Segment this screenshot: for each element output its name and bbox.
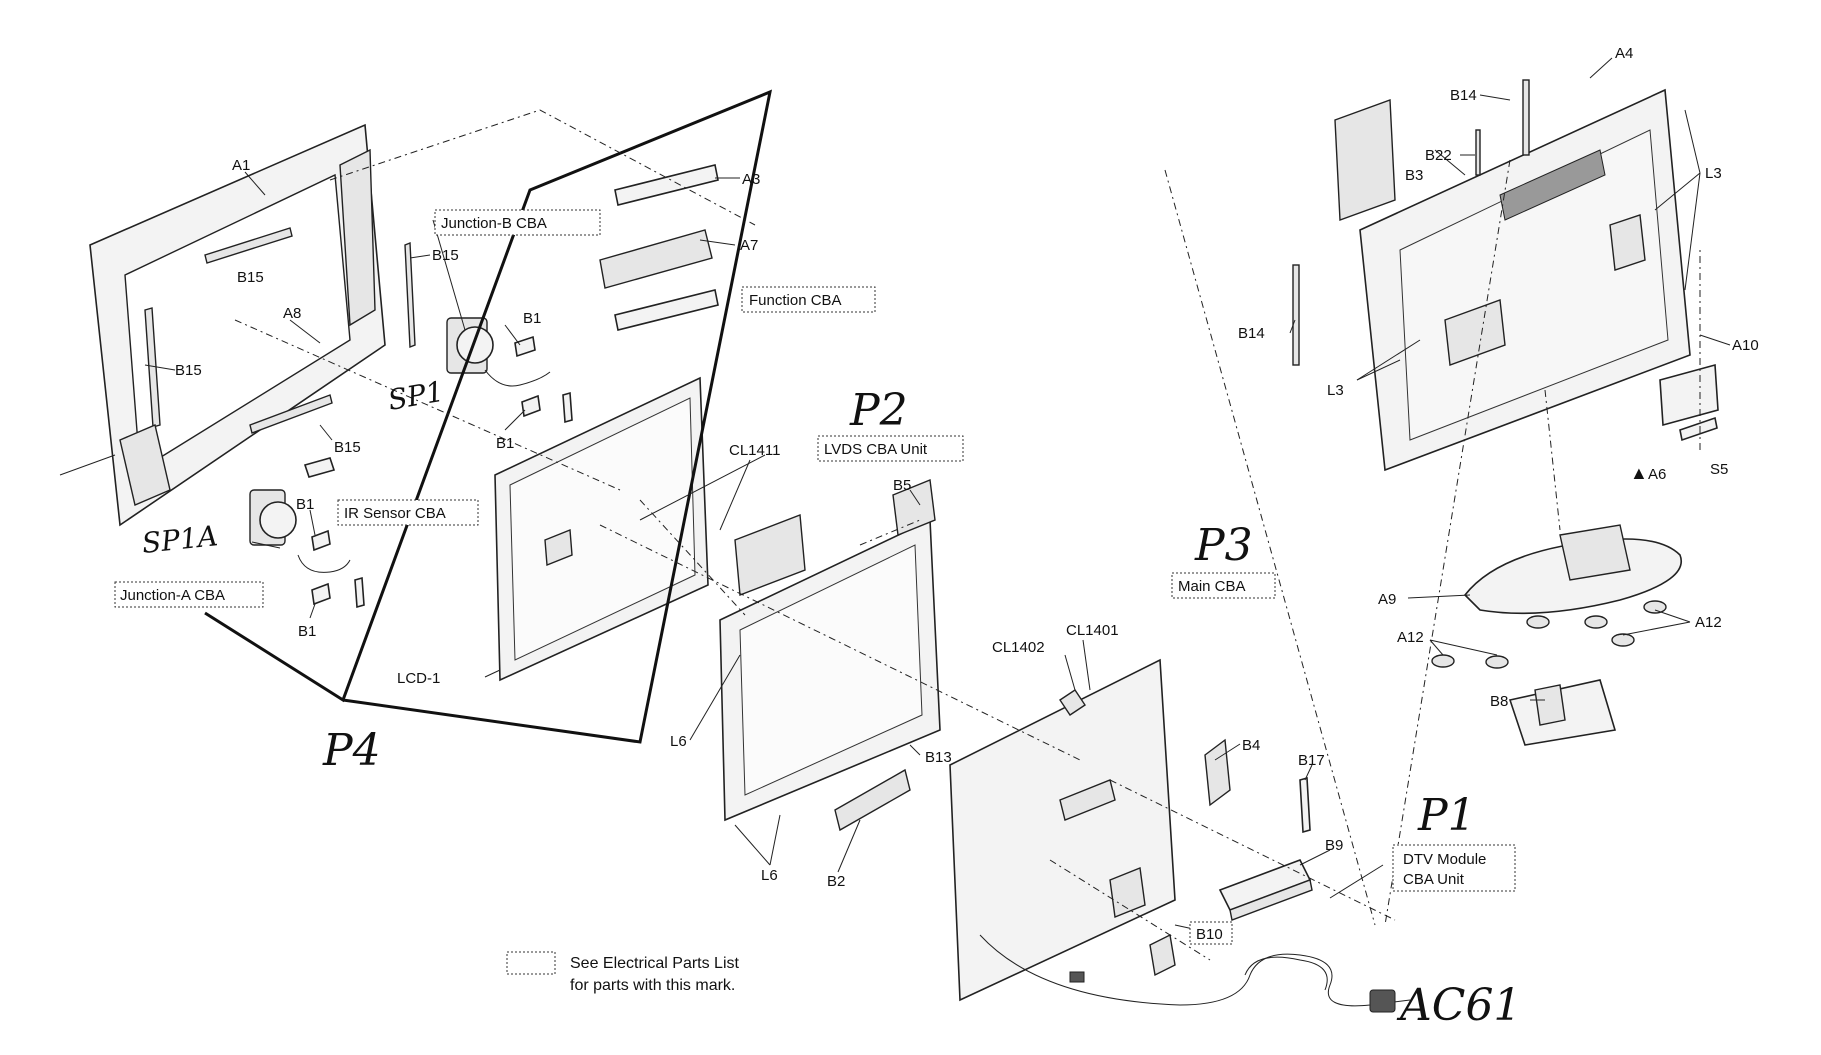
speaker-sp1a (249, 489, 297, 546)
label-cl1411: CL1411 (729, 442, 780, 459)
label-b22: B22 (1425, 147, 1452, 164)
legend-line2: for parts with this mark. (570, 977, 735, 994)
handwritten-p3: P3 (1194, 520, 1253, 571)
label-a1: A1 (232, 157, 250, 174)
box-b10: B10 (1196, 926, 1223, 943)
handwritten-labels: P1 P2 P3 P4 SP1 SP1A AC61 (140, 375, 1521, 1031)
handwritten-sp1: SP1 (385, 375, 446, 417)
label-a10: A10 (1732, 337, 1759, 354)
box-dtv-module-line1: DTV Module (1403, 851, 1486, 868)
label-b14-top: B14 (1450, 87, 1477, 104)
rear-cabinet-a4 (1334, 88, 1691, 472)
box-junction-a-cba: Junction-A CBA (120, 587, 225, 604)
box-main-cba: Main CBA (1178, 578, 1246, 595)
label-s5: S5 (1710, 461, 1728, 478)
handwritten-p4: P4 (322, 725, 381, 776)
label-b9: B9 (1325, 837, 1343, 854)
handwritten-ac61: AC61 (1396, 980, 1521, 1031)
box-function-cba: Function CBA (749, 292, 842, 309)
main-cba (949, 658, 1311, 1002)
chassis-frame (719, 479, 941, 832)
label-b15-bottom: B15 (334, 439, 361, 456)
label-b1-2: B1 (496, 435, 514, 452)
label-b1-1: B1 (523, 310, 541, 327)
lcd-panel (494, 376, 709, 682)
part-labels: A1 B15 B15 B15 B15 A8 A3 A7 B1 B1 B1 B1 … (175, 45, 1759, 890)
label-a3: A3 (742, 171, 760, 188)
label-b14-left: B14 (1238, 325, 1265, 342)
label-b1-4: B1 (298, 623, 316, 640)
label-a12-right: A12 (1695, 614, 1722, 631)
legend-line1: See Electrical Parts List (570, 955, 740, 972)
legend-swatch (506, 951, 556, 975)
label-lcd1: LCD-1 (397, 670, 440, 687)
label-b4: B4 (1242, 737, 1260, 754)
label-b1-3: B1 (296, 496, 314, 513)
box-junction-b-cba: Junction-B CBA (441, 215, 547, 232)
handwritten-p1: P1 (1417, 790, 1476, 841)
label-b13: B13 (925, 749, 952, 766)
label-cl1401: CL1401 (1066, 622, 1119, 639)
handwritten-sp1a: SP1A (140, 519, 219, 560)
speaker-sp1 (446, 317, 494, 374)
label-b2: B2 (827, 873, 845, 890)
label-b17: B17 (1298, 752, 1325, 769)
dtv-module (1218, 858, 1313, 921)
stand-a9 (1431, 524, 1682, 746)
label-b15-right: B15 (432, 247, 459, 264)
label-l6-2: L6 (761, 867, 778, 884)
leader-lines (144, 57, 1731, 931)
label-a4: A4 (1615, 45, 1633, 62)
label-b3: B3 (1405, 167, 1423, 184)
handwritten-p2: P2 (849, 385, 908, 436)
label-plates (1659, 363, 1719, 442)
alignment-lines (234, 109, 1701, 961)
box-ir-sensor-cba: IR Sensor CBA (344, 505, 446, 522)
label-l6-1: L6 (670, 733, 687, 750)
label-b15-left: B15 (175, 362, 202, 379)
label-l3-left: L3 (1327, 382, 1344, 399)
label-a12-left: A12 (1397, 629, 1424, 646)
label-b8: B8 (1490, 693, 1508, 710)
label-a8: A8 (283, 305, 301, 322)
label-b15-top: B15 (237, 269, 264, 286)
label-cl1402: CL1402 (992, 639, 1045, 656)
front-bezel-a1 (59, 123, 416, 527)
label-a7: A7 (740, 237, 758, 254)
label-l3-top: L3 (1705, 165, 1722, 182)
power-cord (979, 934, 1411, 1013)
assembly-outlines (204, 89, 1511, 926)
box-lvds-cba-unit: LVDS CBA Unit (824, 441, 928, 458)
label-a9: A9 (1378, 591, 1396, 608)
boxed-labels: Junction-B CBA Function CBA IR Sensor CB… (114, 209, 1516, 945)
box-dtv-module-line2: CBA Unit (1403, 871, 1465, 888)
legend: See Electrical Parts List for parts with… (506, 951, 740, 994)
label-b5: B5 (893, 477, 911, 494)
function-cba-assembly (599, 164, 719, 331)
label-a6: A6 (1648, 466, 1666, 483)
label-a6-warning: ▲ (1630, 463, 1648, 483)
strip-parts (1292, 79, 1530, 366)
